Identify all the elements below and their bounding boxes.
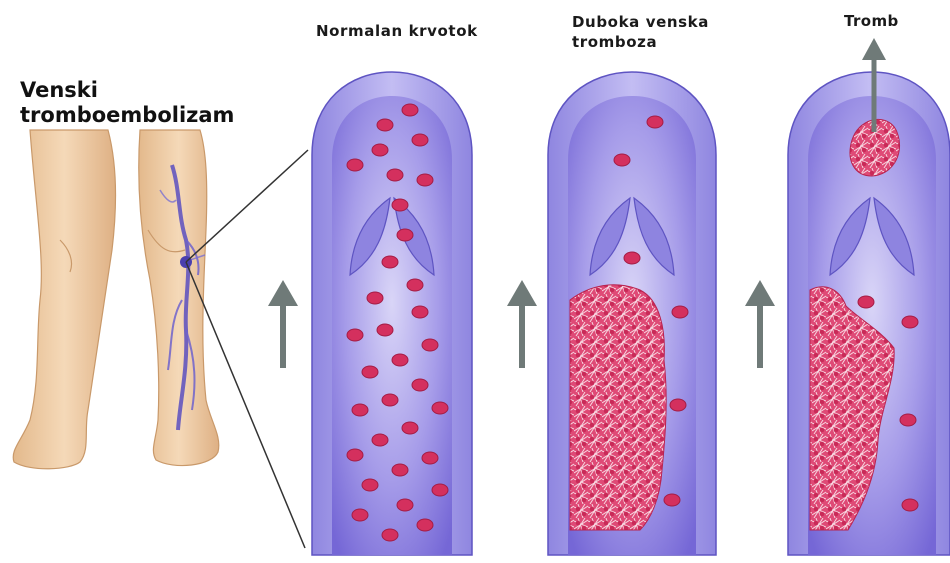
- flow-arrow-up-icon-1: [268, 280, 298, 368]
- panel-thrombus: [788, 38, 950, 555]
- label-thrombus: Tromb: [844, 12, 899, 30]
- panel-deep-vein-thrombosis: [548, 72, 716, 555]
- right-leg: [139, 130, 219, 466]
- left-leg: [13, 130, 115, 469]
- dvt-clot: [570, 285, 666, 530]
- diagram-title: Venski tromboembolizam: [20, 78, 234, 128]
- label-deep-vein-thrombosis: Duboka venska tromboza: [572, 12, 709, 52]
- legs-illustration: [13, 130, 308, 548]
- flow-arrow-up-icon-3: [745, 280, 775, 368]
- label-normal-flow: Normalan krvotok: [316, 22, 478, 40]
- panel-normal-flow: [312, 72, 472, 555]
- flow-arrow-up-icon-2: [507, 280, 537, 368]
